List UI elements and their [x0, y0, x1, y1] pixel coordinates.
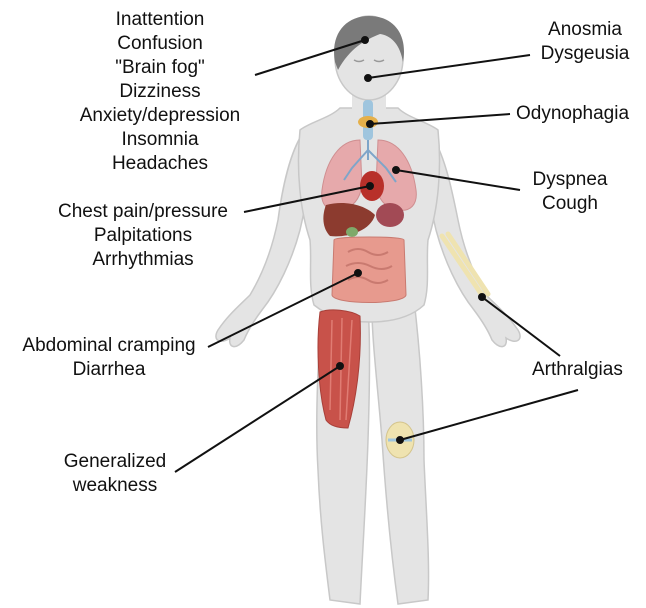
leader-respiratory-dot — [393, 167, 399, 173]
label-line: Dyspnea — [515, 168, 625, 192]
label-line: Cough — [515, 192, 625, 216]
gallbladder — [346, 227, 358, 237]
label-line: Arthralgias — [532, 358, 642, 382]
label-line: Insomnia — [60, 128, 260, 152]
label-joints: Arthralgias — [532, 358, 642, 382]
label-line: Dizziness — [60, 80, 260, 104]
label-line: Headaches — [60, 152, 260, 176]
label-line: Chest pain/pressure — [40, 200, 246, 224]
label-line: Palpitations — [40, 224, 246, 248]
label-smell-taste: Anosmia Dysgeusia — [530, 18, 640, 66]
leader-muscle-dot — [337, 363, 343, 369]
label-line: Dysgeusia — [530, 42, 640, 66]
label-line: Arrhythmias — [40, 248, 246, 272]
leader-abdominal-dot — [355, 270, 361, 276]
label-muscle: Generalized weakness — [45, 450, 185, 498]
label-line: Odynophagia — [516, 102, 642, 126]
stomach — [376, 203, 404, 227]
leader-joints-knee — [400, 390, 578, 440]
label-line: Generalized — [45, 450, 185, 474]
leader-joints-knee-dot — [397, 437, 403, 443]
label-line: Diarrhea — [6, 358, 212, 382]
label-line: Anosmia — [530, 18, 640, 42]
label-line: Anxiety/depression — [60, 104, 260, 128]
leader-joints-arm-dot — [479, 294, 485, 300]
label-line: Inattention — [60, 8, 260, 32]
label-line: Abdominal cramping — [6, 334, 212, 358]
label-abdominal: Abdominal cramping Diarrhea — [6, 334, 212, 382]
label-line: "Brain fog" — [60, 56, 260, 80]
label-line: Confusion — [60, 32, 260, 56]
intestines — [332, 237, 406, 303]
label-respiratory: Dyspnea Cough — [515, 168, 625, 216]
leader-smell-taste-dot — [365, 75, 371, 81]
leader-cardiac-dot — [367, 183, 373, 189]
label-line: weakness — [45, 474, 185, 498]
label-neuro: Inattention Confusion "Brain fog" Dizzin… — [60, 8, 260, 176]
label-cardiac: Chest pain/pressure Palpitations Arrhyth… — [40, 200, 246, 272]
leader-throat-dot — [367, 121, 373, 127]
leader-neuro-dot — [362, 37, 368, 43]
label-throat: Odynophagia — [516, 102, 642, 126]
